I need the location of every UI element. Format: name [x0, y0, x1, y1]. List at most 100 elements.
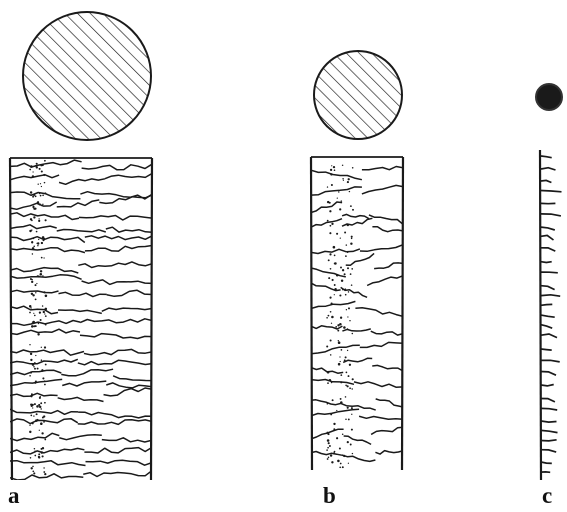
- speckle-dot: [37, 275, 39, 277]
- crack-line: [541, 272, 558, 273]
- speckle-dot: [33, 313, 34, 314]
- speckle-dot: [328, 315, 330, 317]
- speckle-dot: [42, 377, 44, 379]
- speckle-dot: [340, 374, 342, 376]
- speckle-dot: [350, 205, 352, 207]
- speckle-dot: [340, 398, 342, 400]
- speckle-dot: [42, 194, 44, 196]
- speckle-dot: [37, 333, 39, 335]
- speckle-dot: [33, 237, 35, 239]
- speckle-dot: [331, 382, 332, 383]
- speckle-dot: [345, 396, 347, 398]
- speckle-dot: [327, 382, 329, 384]
- speckle-dot: [330, 296, 332, 298]
- speckle-dot: [44, 346, 46, 348]
- speckle-dot: [328, 277, 330, 279]
- speckle-dot: [339, 294, 341, 296]
- speckle-dot: [342, 434, 344, 436]
- speckle-dot: [342, 178, 344, 180]
- speckle-dot: [41, 170, 43, 172]
- speckle-dot: [33, 194, 35, 196]
- speckle-dot: [30, 307, 31, 308]
- speckle-dot: [348, 418, 350, 420]
- speckle-dot: [328, 457, 330, 459]
- speckle-dot: [332, 279, 334, 281]
- speckle-dot: [29, 375, 31, 377]
- speckle-dot: [41, 193, 42, 194]
- speckle-dot: [41, 242, 43, 244]
- speckle-dot: [333, 452, 335, 454]
- speckle-dot: [341, 200, 342, 201]
- speckle-dot: [334, 288, 336, 290]
- speckle-dot: [339, 323, 342, 326]
- speckle-dot: [335, 326, 337, 328]
- speckle-dot: [349, 191, 350, 192]
- speckle-dot: [39, 397, 41, 399]
- speckle-dot: [336, 274, 339, 277]
- speckle-dot: [32, 466, 34, 468]
- speckle-dot: [43, 311, 45, 313]
- speckle-dot: [29, 344, 30, 345]
- speckle-dot: [36, 283, 37, 284]
- speckle-dot: [38, 323, 39, 324]
- speckle-dot: [330, 311, 332, 313]
- speckle-dot: [326, 432, 328, 434]
- speckle-dot: [34, 362, 36, 364]
- speckle-dot: [350, 242, 352, 244]
- speckle-dot: [326, 317, 328, 319]
- speckle-dot: [32, 363, 35, 366]
- speckle-dot: [39, 203, 41, 205]
- speckle-dot: [330, 225, 332, 227]
- panel-a: [10, 12, 152, 480]
- speckle-dot: [340, 401, 343, 404]
- speckle-dot: [30, 395, 32, 397]
- speckle-dot: [348, 375, 350, 377]
- speckle-dot: [346, 309, 347, 310]
- speckle-dot: [44, 313, 45, 314]
- speckle-dot: [42, 204, 43, 205]
- speckle-dot: [345, 385, 347, 387]
- speckle-dot: [43, 257, 44, 258]
- speckle-dot: [331, 323, 332, 324]
- speckle-dot: [30, 165, 33, 168]
- speckle-dot: [38, 453, 40, 455]
- speckle-dot: [30, 371, 32, 373]
- speckle-dot: [31, 325, 34, 328]
- speckle-dot: [342, 289, 343, 290]
- speckle-dot: [342, 466, 344, 468]
- crack-line: [541, 235, 554, 240]
- speckle-dot: [327, 201, 329, 203]
- panel-label-a: a: [8, 484, 20, 507]
- speckle-dot: [36, 405, 39, 408]
- cross-section-c: [536, 84, 562, 110]
- speckle-dot: [41, 451, 44, 454]
- speckle-dot: [29, 230, 31, 232]
- speckle-dot: [45, 315, 47, 317]
- speckle-dot: [44, 439, 46, 441]
- speckle-dot: [35, 284, 37, 286]
- speckle-dot: [34, 450, 35, 451]
- speckle-dot: [352, 209, 354, 211]
- speckle-dot: [348, 463, 349, 464]
- speckle-dot: [39, 168, 41, 170]
- crack-line: [541, 227, 555, 230]
- speckle-dot: [351, 236, 353, 238]
- speckle-dot: [36, 243, 37, 244]
- crack-line: [541, 360, 560, 362]
- speckle-dot: [45, 324, 47, 326]
- speckle-dot: [334, 263, 336, 265]
- speckle-dot: [329, 253, 331, 255]
- speckle-dot: [40, 273, 43, 276]
- panel-label-b: b: [323, 484, 336, 507]
- crack-line: [541, 334, 557, 338]
- speckle-dot: [34, 315, 36, 317]
- speckle-dot: [334, 294, 335, 295]
- crack-line: [541, 408, 557, 410]
- speckle-dot: [29, 169, 31, 171]
- speckle-dot: [31, 194, 32, 195]
- speckle-dot: [333, 166, 335, 168]
- speckle-dot: [34, 165, 36, 167]
- speckle-dot: [33, 415, 34, 416]
- speckle-dot: [32, 247, 35, 250]
- speckle-dot: [346, 244, 347, 245]
